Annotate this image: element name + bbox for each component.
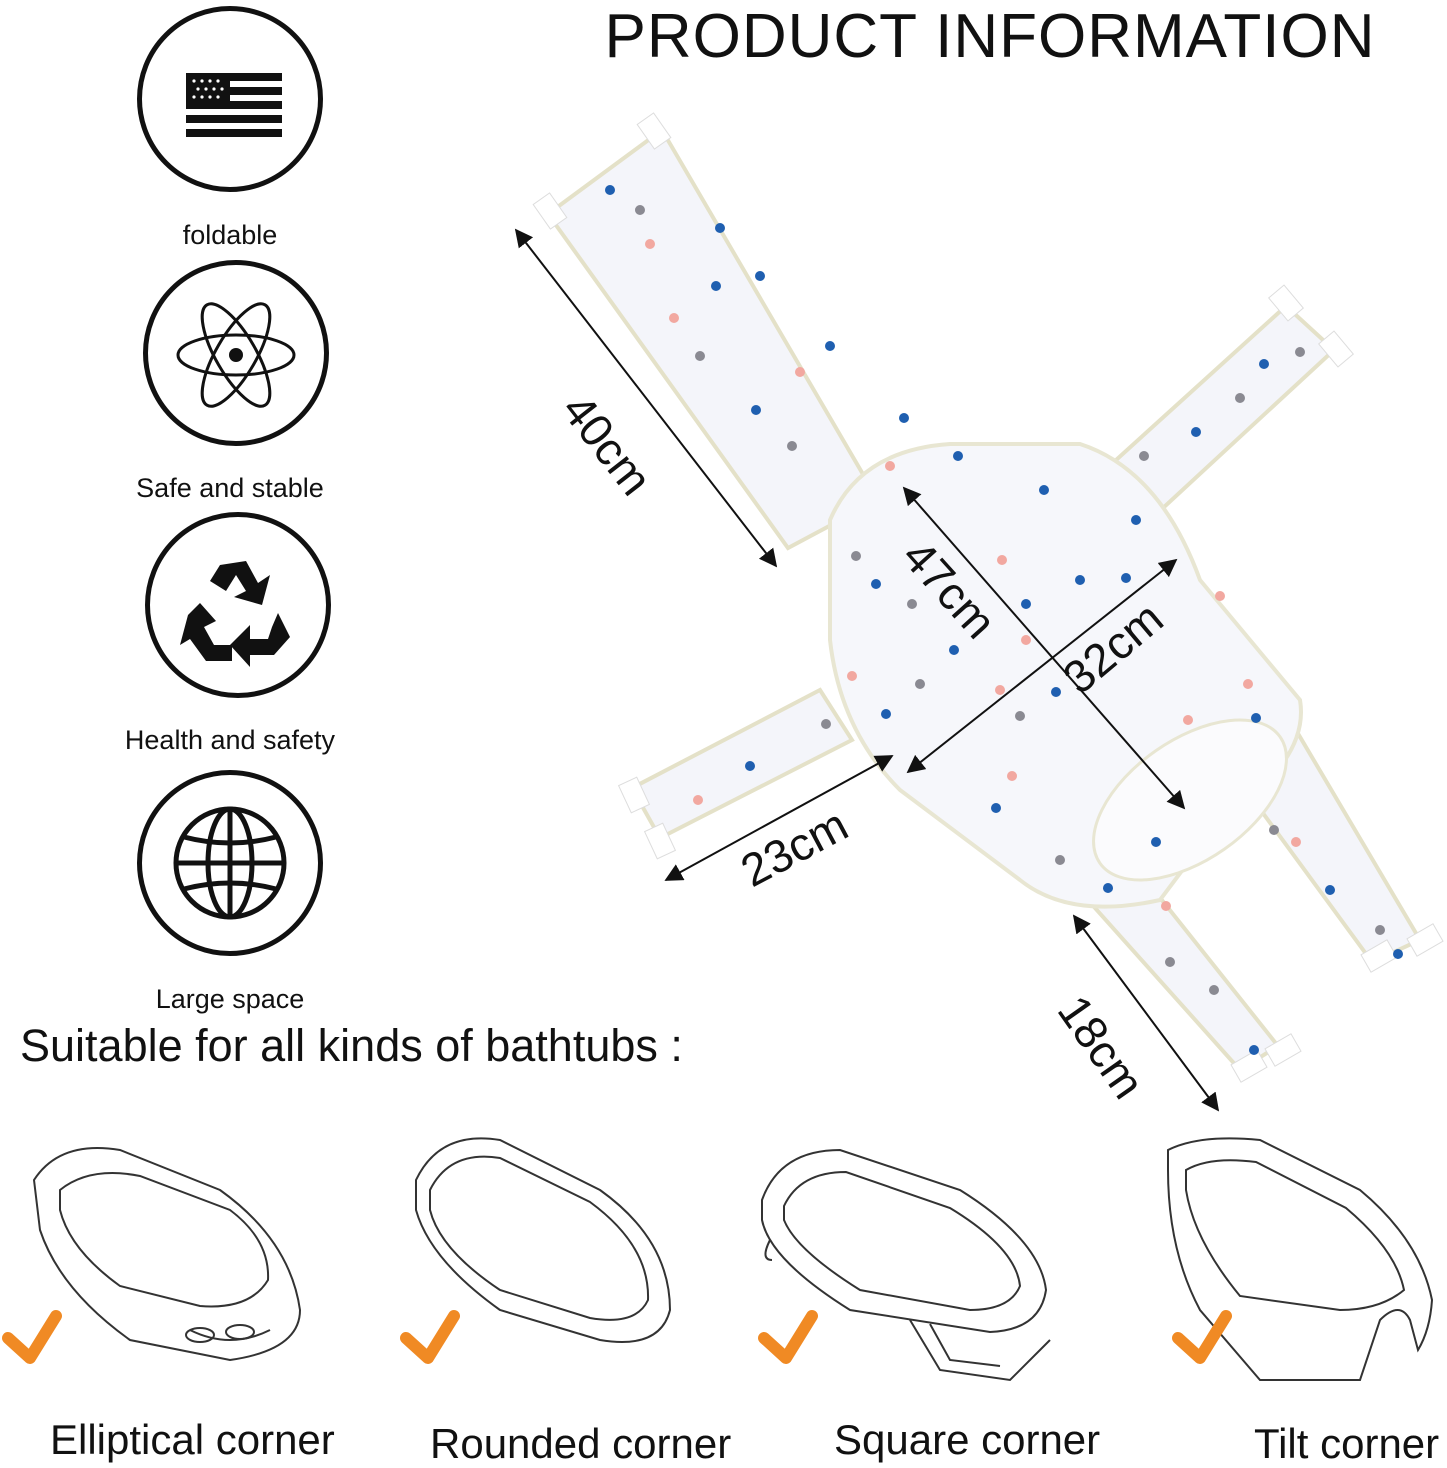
feature-circle-health xyxy=(145,512,331,698)
feature-label: Health and safety xyxy=(124,725,336,755)
elliptical-tub-icon xyxy=(32,1147,302,1362)
dimension-lines xyxy=(514,228,1220,1112)
feature-label: Safe and stable xyxy=(136,473,324,503)
feature-label: Large space xyxy=(155,984,305,1014)
feature-circle-large xyxy=(137,770,323,956)
recycle-icon xyxy=(180,561,290,667)
check-icon xyxy=(400,1310,460,1364)
check-icon xyxy=(758,1310,818,1364)
bathtubs-heading: Suitable for all kinds of bathtubs : xyxy=(20,1020,683,1071)
feature-circle-safe xyxy=(143,260,329,446)
bathtub-row xyxy=(2,1137,1434,1382)
product-diagram: 40cm 47cm 32cm 23cm 18cm xyxy=(514,112,1444,1112)
dim-top-strap: 40cm xyxy=(552,384,662,505)
square-tub-icon xyxy=(761,1148,1051,1382)
tub-label-square: Square corner xyxy=(834,1416,1101,1463)
dim-side-strap: 23cm xyxy=(732,798,856,897)
tub-label-rounded: Rounded corner xyxy=(430,1420,732,1467)
tilt-tub-icon xyxy=(1167,1137,1434,1381)
page-title: PRODUCT INFORMATION xyxy=(604,2,1376,71)
atom-icon xyxy=(176,302,296,408)
globe-icon xyxy=(173,806,287,920)
us-flag-icon xyxy=(186,73,282,137)
feature-label: foldable xyxy=(182,220,278,250)
feature-circle-foldable xyxy=(137,6,323,192)
check-icon xyxy=(1172,1310,1232,1364)
tub-label-elliptical: Elliptical corner xyxy=(50,1416,335,1463)
rounded-tub-icon xyxy=(415,1137,672,1343)
check-icon xyxy=(2,1310,62,1364)
tub-label-tilt: Tilt corner xyxy=(1254,1420,1440,1467)
